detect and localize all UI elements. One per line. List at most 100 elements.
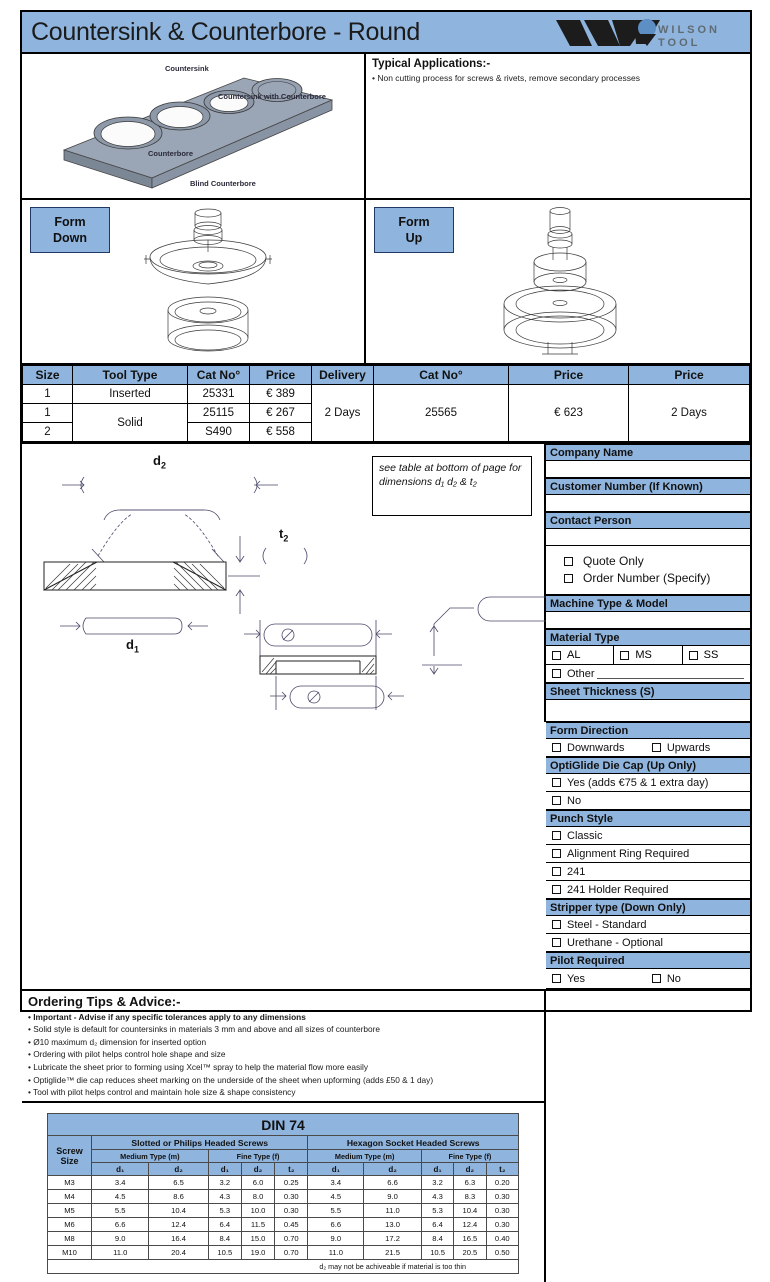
- typical-applications-panel: Typical Applications:- • Non cutting pro…: [366, 54, 750, 198]
- din-cell-value: 10.5: [420, 1245, 455, 1261]
- company-name-input[interactable]: [546, 461, 750, 478]
- form-down-badge: Form Down: [30, 207, 110, 253]
- din-cell-value: 9.0: [307, 1231, 365, 1247]
- checkbox-icon[interactable]: [620, 650, 630, 660]
- countersink-dimension-drawing-icon: [43, 476, 575, 710]
- din-cell-value: 16.5: [453, 1231, 487, 1247]
- logo-text-tool: TOOL: [658, 37, 701, 49]
- checkbox-pilot-yes[interactable]: Yes: [552, 973, 652, 985]
- cell-cat-no-2: 25115: [187, 403, 250, 423]
- din-cell-value: 0.30: [485, 1189, 520, 1205]
- checkbox-optiglide-yes[interactable]: Yes (adds €75 & 1 extra day): [546, 774, 750, 792]
- checkbox-icon[interactable]: [552, 669, 561, 678]
- checkbox-punch-241-holder[interactable]: 241 Holder Required: [546, 881, 750, 899]
- din-dim-header: d₂: [453, 1162, 487, 1177]
- checkbox-order-number[interactable]: Order Number (Specify): [564, 571, 742, 585]
- checkbox-icon[interactable]: [552, 920, 561, 929]
- col-header-price: Price: [249, 365, 312, 385]
- checkbox-label-other: Other: [567, 667, 595, 680]
- checkbox-icon[interactable]: [552, 885, 561, 894]
- din74-table-section: DIN 74 Screw Size Slotted or Philips Hea…: [22, 1103, 544, 1282]
- checkbox-punch-classic[interactable]: Classic: [546, 827, 750, 845]
- checkbox-punch-241[interactable]: 241: [546, 863, 750, 881]
- din-cell-screw-size: M8: [47, 1231, 92, 1247]
- din-cell-value: 6.6: [90, 1217, 150, 1233]
- checkbox-quote-only[interactable]: Quote Only: [564, 554, 742, 568]
- checkbox-icon[interactable]: [552, 743, 561, 752]
- checkbox-label-al: AL: [567, 649, 581, 661]
- diagram-and-order-form-row: d2 t2 d1 see table at bottom of page for…: [22, 444, 750, 991]
- din-cell-value: 8.6: [148, 1189, 209, 1205]
- checkbox-punch-alignment-ring[interactable]: Alignment Ring Required: [546, 845, 750, 863]
- checkbox-optiglide-no[interactable]: No: [546, 792, 750, 810]
- sheet-thickness-input[interactable]: [546, 700, 750, 722]
- col-header-size: Size: [22, 365, 73, 385]
- din-cell-value: 6.5: [148, 1175, 209, 1191]
- tip-item: • Optiglide™ die cap reduces sheet marki…: [28, 1074, 434, 1085]
- din-dim-header: t₂: [274, 1162, 309, 1177]
- din74-title: DIN 74: [47, 1113, 519, 1137]
- din-cell-value: 0.30: [274, 1189, 309, 1205]
- checkbox-icon[interactable]: [552, 867, 561, 876]
- din-title-row: DIN 74: [47, 1113, 519, 1137]
- field-label-machine-type: Machine Type & Model: [546, 595, 750, 612]
- din-cell-value: 6.0: [240, 1175, 276, 1191]
- checkbox-material-ms[interactable]: MS: [614, 646, 683, 664]
- form-up-panel: Form Up: [366, 200, 750, 363]
- illustration-applications-row: Countersink Countersink with Counterbore…: [22, 54, 750, 200]
- checkbox-material-al[interactable]: AL: [546, 646, 615, 664]
- checkbox-icon[interactable]: [651, 974, 661, 983]
- col-header-cat-no: Cat No°: [187, 365, 250, 385]
- checkbox-stripper-steel[interactable]: Steel - Standard: [546, 916, 750, 934]
- cell-size-3: 2: [22, 422, 73, 442]
- checkbox-pilot-no[interactable]: No: [651, 972, 681, 985]
- checkbox-icon[interactable]: [552, 778, 561, 787]
- checkbox-icon[interactable]: [651, 743, 661, 752]
- din-cell-value: 4.3: [207, 1189, 242, 1205]
- checkbox-label-urethane: Urethane - Optional: [567, 936, 663, 949]
- checkbox-icon[interactable]: [552, 831, 561, 840]
- checkbox-material-other[interactable]: Other: [546, 665, 750, 683]
- cell-right-price: € 623: [508, 384, 629, 442]
- din-cell-value: 20.4: [148, 1245, 209, 1261]
- col-header-cat-no-2: Cat No°: [373, 365, 509, 385]
- din-cell-value: 20.5: [453, 1245, 487, 1261]
- checkbox-label-pilot-no: No: [666, 972, 681, 985]
- din-cell-value: 10.4: [148, 1203, 209, 1219]
- checkbox-icon[interactable]: [552, 938, 561, 947]
- checkbox-icon[interactable]: [552, 796, 561, 805]
- dimension-label-t2: t2: [279, 526, 289, 544]
- material-type-options: AL MS SS: [546, 646, 750, 665]
- checkbox-icon[interactable]: [552, 650, 561, 660]
- checkbox-stripper-urethane[interactable]: Urethane - Optional: [546, 934, 750, 952]
- din-cell-value: 6.4: [207, 1217, 242, 1233]
- checkbox-form-upwards[interactable]: Upwards: [651, 742, 710, 754]
- checkbox-icon[interactable]: [564, 573, 573, 583]
- din-dim-header: d₂: [363, 1162, 422, 1177]
- checkbox-icon[interactable]: [552, 849, 561, 858]
- form-direction-illustrations-row: Form Down: [22, 200, 750, 365]
- customer-number-input[interactable]: [546, 495, 750, 512]
- cell-cat-no-1: 25331: [187, 384, 250, 404]
- machine-type-input[interactable]: [546, 612, 750, 629]
- contact-person-input[interactable]: [546, 529, 750, 546]
- checkbox-icon[interactable]: [688, 650, 698, 660]
- din-cell-value: 0.30: [485, 1203, 520, 1219]
- cell-right-delivery: 2 Days: [628, 384, 750, 442]
- checkbox-material-ss[interactable]: SS: [683, 646, 750, 664]
- dimension-label-d1: d1: [126, 637, 139, 655]
- din-cell-value: 0.70: [274, 1231, 309, 1247]
- din-group-header-row: Screw Size Slotted or Philips Headed Scr…: [47, 1135, 519, 1177]
- din-cell-value: 6.6: [307, 1217, 365, 1233]
- checkbox-icon[interactable]: [552, 974, 561, 983]
- cell-price-3: € 558: [249, 422, 312, 442]
- checkbox-icon[interactable]: [564, 556, 573, 566]
- checkbox-form-downwards[interactable]: Downwards: [552, 742, 652, 754]
- checkbox-label-order-number: Order Number (Specify): [583, 571, 711, 585]
- cell-price-1: € 389: [249, 384, 312, 404]
- tip-item: • Ø10 maximum d₂ dimension for inserted …: [28, 1036, 207, 1047]
- material-other-input[interactable]: [596, 669, 744, 679]
